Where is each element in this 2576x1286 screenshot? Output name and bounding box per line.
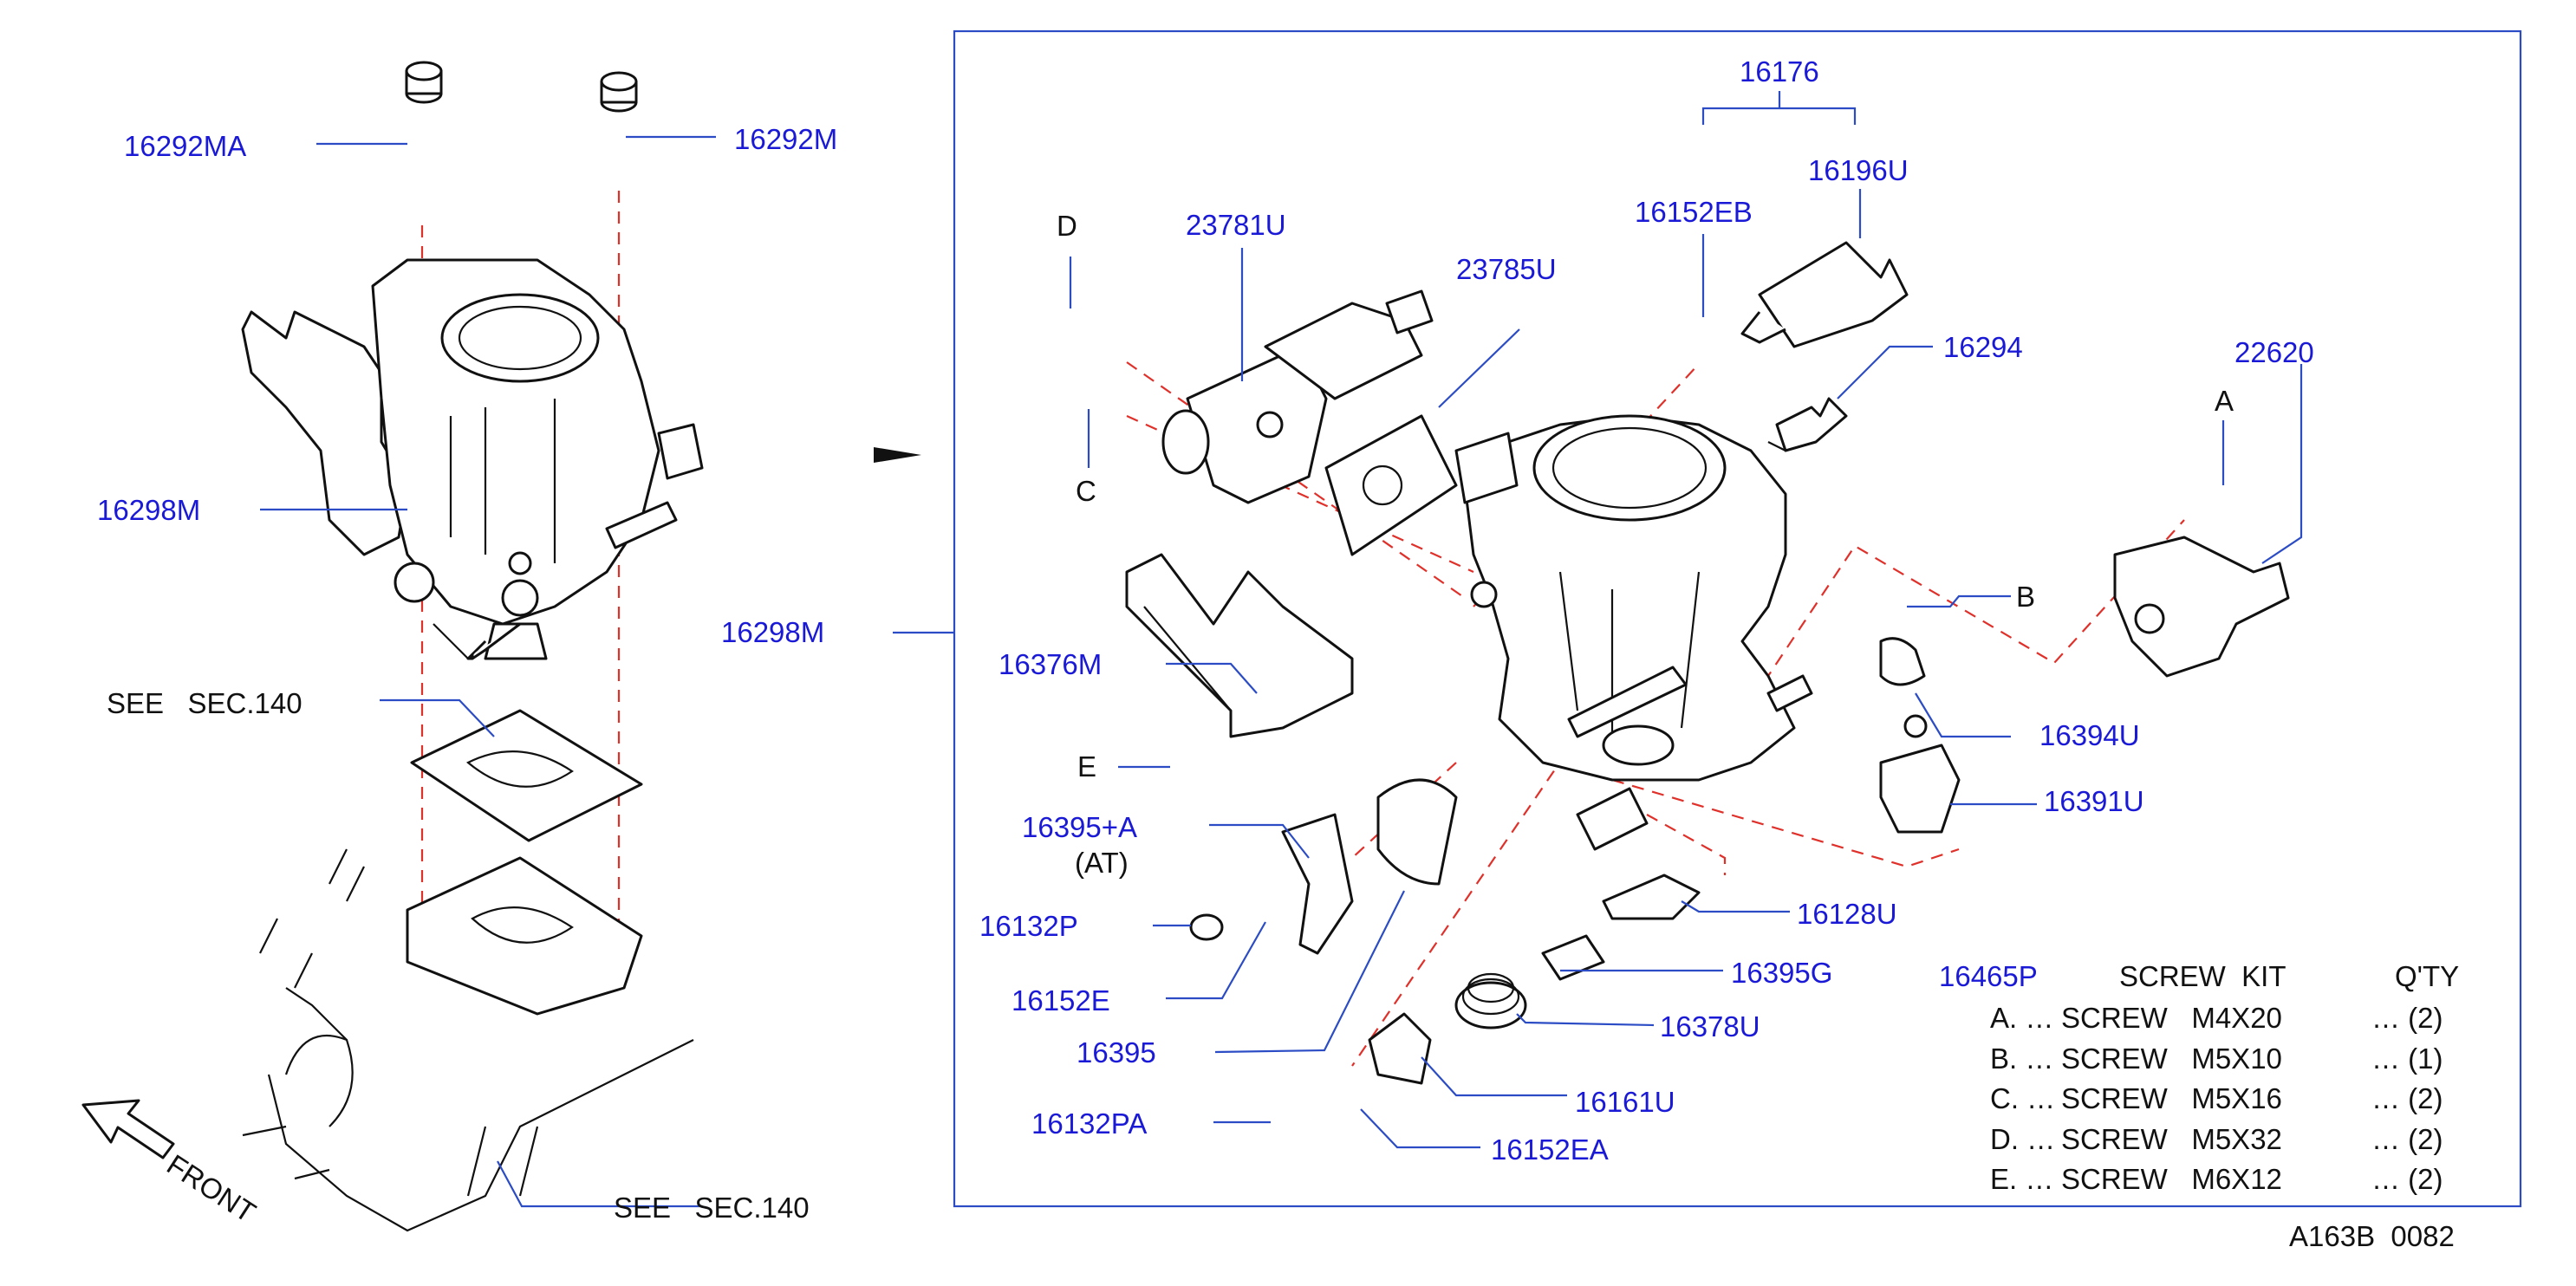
clip-16394u-drawing [1879,637,1926,686]
screw-16294-drawing [1767,397,1848,452]
kit-row-key: C. … [1990,1082,2055,1114]
label-16152e: 16152E [1012,984,1110,1016]
label-16152ea: 16152EA [1491,1133,1609,1166]
egr-valve-drawing [1161,289,1434,504]
cam-16395-drawing [1376,778,1458,886]
sensor-22620-drawing [2113,536,2290,678]
sensor-16196u-drawing [1740,241,1909,348]
label-front: FRONT [161,1148,261,1229]
front-arrow-icon [81,1099,175,1159]
letter-b: B [2016,581,2035,613]
lever-16161u-drawing [1368,1012,1432,1085]
diagram-code: A163B 0082 [2289,1220,2455,1252]
right-assembly: 16176 16152EB 16196U 23781U 23785U 16294… [979,55,2314,1166]
throttle-body-left-drawing [241,258,704,660]
kit-row-desc: SCREW M5X16 [2061,1082,2282,1114]
kit-part-number: 16465P [1939,960,2038,992]
bracket-16376m-drawing [1125,553,1354,738]
sleeve-16395g-drawing [1541,934,1605,981]
kit-row-key: A. … [1990,1002,2053,1034]
label-23781u: 23781U [1186,209,1286,241]
lever-16395a-drawing [1281,813,1354,955]
kit-qty-header: Q'TY [2395,960,2459,992]
label-16395g: 16395G [1731,957,1832,989]
kit-row-key: E. … [1990,1163,2053,1195]
sensor-16391u-drawing [1879,714,1961,834]
label-16196u: 16196U [1808,154,1909,186]
kit-row-qty: … (2) [2371,1002,2443,1034]
kit-row-desc: SCREW M6X12 [2061,1163,2282,1195]
label-16176: 16176 [1740,55,1819,88]
label-16376m: 16376M [999,648,1102,680]
label-see-sec140-manifold: SEE SEC.140 [614,1192,810,1224]
kit-row-qty: … (2) [2371,1163,2443,1195]
throttle-body-right-drawing [1454,414,1813,851]
label-16292m: 16292M [734,123,837,155]
pointer-arrow-icon [874,447,921,463]
letter-a: A [2215,385,2234,417]
label-16395a: 16395+A [1022,811,1137,843]
spring-16378u-drawing [1454,972,1527,1029]
nut-16132p-drawing [1189,913,1224,941]
kit-row-desc: SCREW M5X10 [2061,1042,2282,1075]
kit-title: SCREW KIT [2119,960,2287,992]
label-16294: 16294 [1943,331,2023,363]
kit-row-desc: SCREW M4X20 [2061,1002,2282,1034]
grommet-left-drawing [405,61,443,104]
letter-e: E [1077,750,1096,783]
label-23785u: 23785U [1456,253,1557,285]
label-16395: 16395 [1077,1036,1156,1068]
label-22620: 22620 [2234,336,2314,368]
kit-row-key: B. … [1990,1042,2053,1075]
kit-row-key: D. … [1990,1123,2055,1155]
label-16391u: 16391U [2044,785,2144,817]
label-16132pa: 16132PA [1031,1107,1147,1140]
label-16292ma: 16292MA [124,130,246,162]
label-16298m-left: 16298M [97,494,200,526]
label-16378u: 16378U [1660,1010,1760,1042]
kit-row-desc: SCREW M5X32 [2061,1123,2282,1155]
screw-kit-table: 16465P SCREW KIT Q'TY A. … SCREW M4X20 …… [1939,960,2459,1195]
label-16394u: 16394U [2039,719,2140,751]
label-16298m-frame: 16298M [721,616,824,648]
gasket-left-drawing [410,709,643,842]
kit-row-qty: … (1) [2371,1042,2443,1075]
label-16152eb: 16152EB [1635,196,1753,228]
egr-gasket-drawing [1324,414,1458,556]
label-see-sec140-gasket: SEE SEC.140 [107,687,302,719]
detail-frame [953,29,2522,1208]
manifold-left-drawing [242,848,694,1232]
label-at: (AT) [1075,847,1129,879]
kit-row-qty: … (2) [2371,1082,2443,1114]
lever-16128u-drawing [1602,874,1701,920]
letter-c: C [1076,475,1096,507]
label-16132p: 16132P [979,910,1078,942]
grommet-right-drawing [600,71,638,113]
letter-d: D [1057,210,1077,242]
kit-row-qty: … (2) [2371,1123,2443,1155]
label-16161u: 16161U [1575,1086,1675,1118]
label-16128u: 16128U [1797,898,1897,930]
